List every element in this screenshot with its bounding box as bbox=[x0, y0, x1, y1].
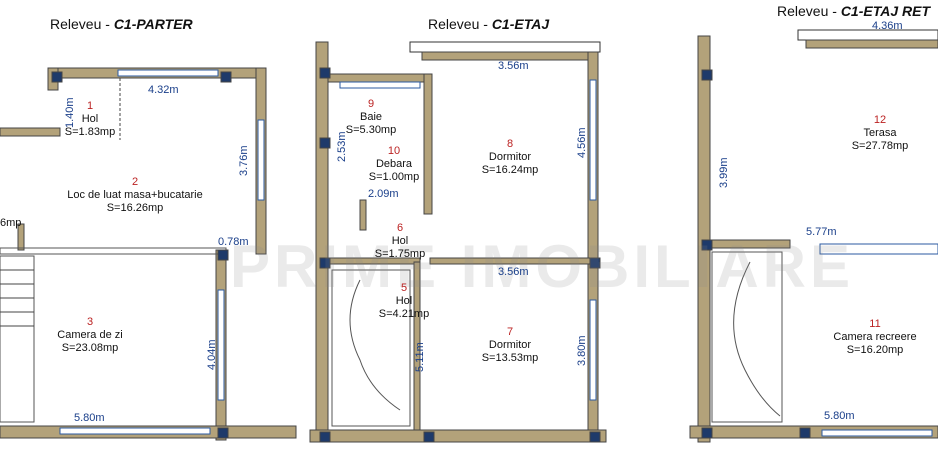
dimension-label: 3.76m bbox=[238, 145, 250, 176]
panel-title-parter: Releveu - C1-PARTER bbox=[50, 16, 193, 32]
dimension-label: 2.09m bbox=[368, 188, 399, 200]
panel-title-etaj-retras: Releveu - C1-ETAJ RET bbox=[777, 3, 931, 19]
dimension-label: 5.80m bbox=[74, 412, 105, 424]
dimension-label: 3.56m bbox=[498, 266, 529, 278]
dimension-label: 4.36m bbox=[872, 20, 903, 32]
dimension-label: 5.80m bbox=[824, 410, 855, 422]
dimension-label: 5.77m bbox=[806, 226, 837, 238]
dimension-label: 2.53m bbox=[336, 131, 348, 162]
plan-etaj bbox=[309, 41, 607, 443]
dimension-label: 4.32m bbox=[148, 84, 179, 96]
dimension-label: 4.56m bbox=[576, 127, 588, 158]
dimension-label: 4.04m bbox=[206, 339, 218, 370]
plan-parter bbox=[0, 67, 297, 441]
dimension-label: 3.80m bbox=[576, 335, 588, 366]
dimension-label: 3.56m bbox=[498, 60, 529, 72]
dimension-label: 5.11m bbox=[414, 342, 426, 372]
watermark: PRIME IMOBILIARE bbox=[230, 233, 855, 300]
dimension-label: 3.99m bbox=[718, 157, 730, 188]
partial-label: 6mp bbox=[0, 217, 22, 229]
dimension-label: 1.40m bbox=[64, 97, 76, 128]
plan-etaj-retras bbox=[689, 29, 938, 443]
dimension-label: 0.78m bbox=[218, 236, 249, 248]
panel-title-etaj: Releveu - C1-ETAJ bbox=[428, 16, 550, 32]
